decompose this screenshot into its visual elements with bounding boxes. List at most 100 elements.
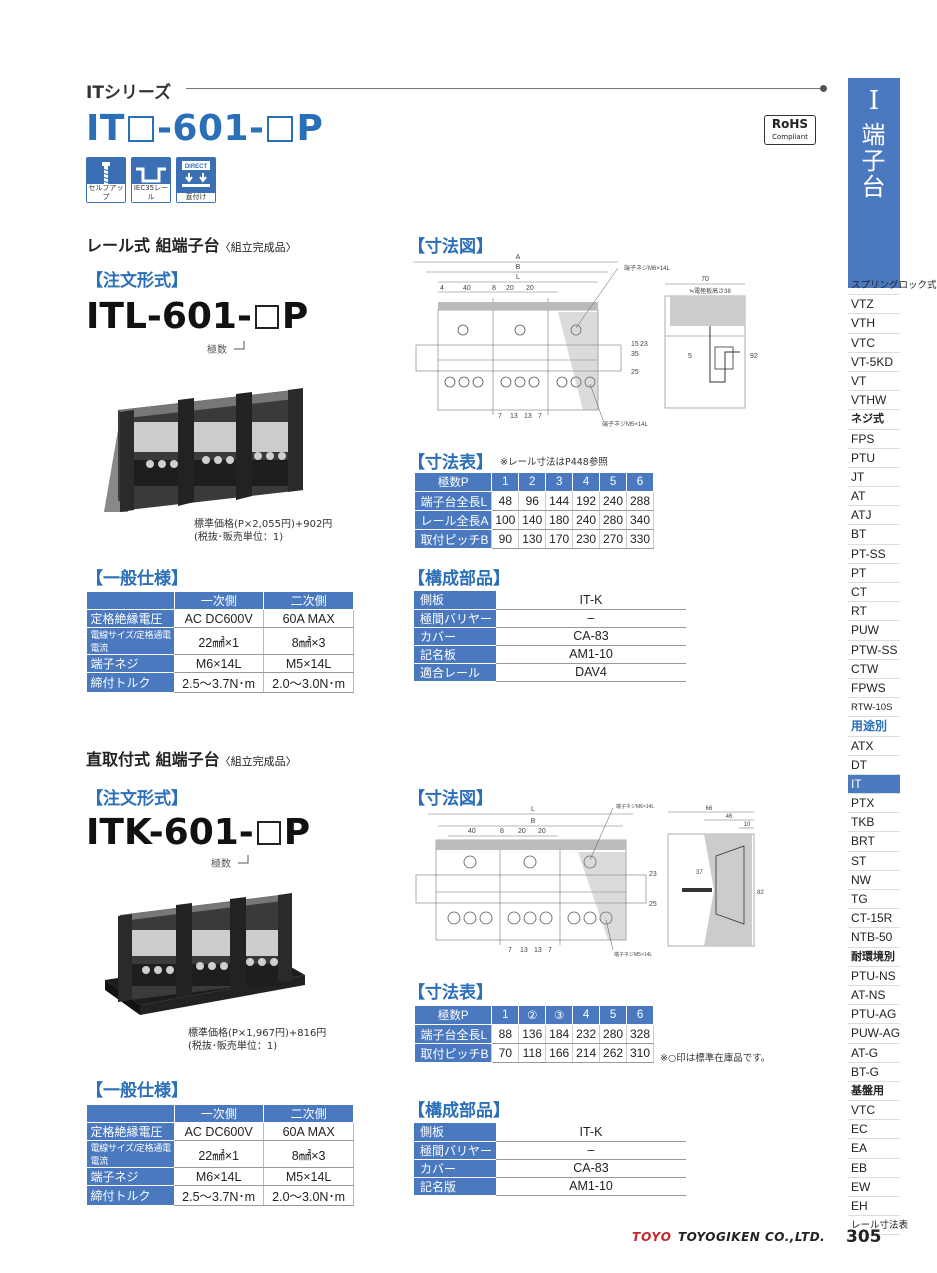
table-header: 4 xyxy=(572,472,601,492)
sidebar-item[interactable]: EC xyxy=(848,1120,900,1140)
sidebar-item[interactable]: ST xyxy=(848,852,900,871)
dim-label: 25 xyxy=(649,901,657,908)
sidebar-item[interactable]: CTW xyxy=(848,660,900,679)
row-header: 極間バリヤー xyxy=(414,609,496,628)
rohs-text: RoHS xyxy=(771,117,809,131)
sidebar-item[interactable]: EW xyxy=(848,1178,900,1197)
dim-label: 20 xyxy=(526,285,534,292)
title-end: P xyxy=(296,108,324,149)
sidebar-item[interactable]: BRT xyxy=(848,832,900,852)
sidebar-item[interactable]: AT xyxy=(848,487,900,507)
sidebar-item[interactable]: VTC xyxy=(848,1101,900,1121)
table-header: ② xyxy=(518,1005,547,1025)
sidebar-item[interactable]: ATJ xyxy=(848,506,900,526)
sidebar-item[interactable]: 用途別 xyxy=(848,717,900,737)
sidebar-item[interactable]: VTH xyxy=(848,314,900,334)
dim-label: 端子ネジM6×14L xyxy=(616,803,654,810)
sidebar-item[interactable]: ATX xyxy=(848,737,900,756)
cell: 136 xyxy=(518,1024,547,1044)
sidebar-item[interactable]: AT-NS xyxy=(848,986,900,1006)
sidebar-item[interactable]: RTW-10S xyxy=(848,698,900,718)
row-header: 取付ピッチB xyxy=(414,1043,493,1063)
sidebar-item[interactable]: AT-G xyxy=(848,1044,900,1063)
sidebar-item[interactable]: NW xyxy=(848,871,900,890)
cell: 330 xyxy=(626,529,655,549)
title-prefix: IT xyxy=(86,108,125,149)
rail-price-line2: (税抜･販売単位：1) xyxy=(194,532,284,543)
sidebar-item[interactable]: TKB xyxy=(848,813,900,833)
direct-product-photo xyxy=(105,893,305,1015)
table-header: 5 xyxy=(599,472,627,492)
sidebar-item[interactable]: PTW-SS xyxy=(848,641,900,660)
sidebar-item[interactable]: PUW xyxy=(848,621,900,641)
sidebar-item[interactable]: NTB-50 xyxy=(848,928,900,948)
sidebar-item[interactable]: EB xyxy=(848,1159,900,1178)
sidebar-item[interactable]: CT-15R xyxy=(848,909,900,929)
table-header: ③ xyxy=(545,1005,574,1025)
dim-label: 8 xyxy=(492,285,496,292)
row-header: 端子ネジ xyxy=(86,1167,175,1186)
direct-order-code: ITK-601- P xyxy=(86,812,310,853)
sidebar-item[interactable]: FPS xyxy=(848,430,900,449)
dim-label: 7 xyxy=(508,947,512,954)
sidebar-item[interactable]: 基盤用 xyxy=(848,1082,900,1102)
sidebar-item[interactable]: VTHW xyxy=(848,391,900,411)
sidebar-item[interactable]: TG xyxy=(848,890,900,910)
sidebar-item[interactable]: PUW-AG xyxy=(848,1024,900,1044)
cell: 340 xyxy=(626,510,655,530)
cell: CA-83 xyxy=(496,627,686,646)
table-header-row: 極数P 1 ② ③ 4 5 6 xyxy=(413,1005,654,1025)
dim-label: 23 xyxy=(649,871,657,878)
sidebar-item[interactable]: JT xyxy=(848,468,900,488)
sidebar-item[interactable]: IT xyxy=(848,774,900,795)
row-header: 取付ピッチB xyxy=(414,529,493,549)
sidebar-item[interactable]: 耐環境別 xyxy=(848,948,900,967)
sidebar-item[interactable]: ネジ式 xyxy=(848,410,900,430)
cell: 2.0～3.0N･m xyxy=(263,672,354,693)
sidebar-item[interactable]: PT xyxy=(848,564,900,583)
sidebar-item[interactable]: VT xyxy=(848,372,900,392)
sidebar-item[interactable]: VTC xyxy=(848,334,900,353)
sidebar-item[interactable]: VTZ xyxy=(848,295,900,315)
sidebar-item[interactable]: PTU-AG xyxy=(848,1005,900,1025)
cell: 280 xyxy=(599,1024,628,1044)
sidebar-item[interactable]: スプリングロック式 xyxy=(848,276,937,296)
sidebar-item[interactable]: CT xyxy=(848,583,900,603)
sidebar-item[interactable]: EH xyxy=(848,1197,900,1217)
sidebar-item[interactable]: BT-G xyxy=(848,1063,900,1082)
sidebar-item[interactable]: VT-5KD xyxy=(848,353,900,372)
table-header: 極数P xyxy=(413,1005,493,1025)
sidebar-item[interactable]: PTU xyxy=(848,449,900,468)
sidebar-item[interactable]: レール寸法表 xyxy=(848,1216,908,1236)
category-name: 端子台 xyxy=(857,122,885,200)
dim-label: 端子ネジM6×14L xyxy=(624,264,671,272)
sidebar-item[interactable]: DT xyxy=(848,756,900,775)
sidebar-item[interactable]: FPWS xyxy=(848,679,900,699)
sidebar-category-header: I 端子台 xyxy=(848,78,900,288)
direct-parts-label: 【構成部品】 xyxy=(408,1101,510,1121)
cell: 288 xyxy=(626,491,655,511)
sidebar-item[interactable]: EA xyxy=(848,1139,900,1159)
direct-dim-note: ※○印は標準在庫品です。 xyxy=(660,1053,771,1064)
sidebar-item[interactable]: PTX xyxy=(848,794,900,814)
sidebar-item[interactable]: PTU-NS xyxy=(848,967,900,986)
rail-price-line1: 標準価格(P×2,055円)+902円 xyxy=(194,519,333,530)
dim-label: 4 xyxy=(440,285,444,292)
rail-kyoku: 極数 xyxy=(207,341,248,356)
table-row: 極間バリヤー– xyxy=(414,1141,686,1160)
sidebar-item[interactable]: PT-SS xyxy=(848,545,900,564)
sidebar-item[interactable]: BT xyxy=(848,525,900,545)
icon-label: 直付け xyxy=(177,193,215,202)
sidebar-item[interactable]: RT xyxy=(848,602,900,622)
table-header: 6 xyxy=(626,1005,654,1025)
dim-label: 92 xyxy=(750,353,758,360)
direct-price-line1: 標準価格(P×1,967円)+816円 xyxy=(188,1028,327,1039)
